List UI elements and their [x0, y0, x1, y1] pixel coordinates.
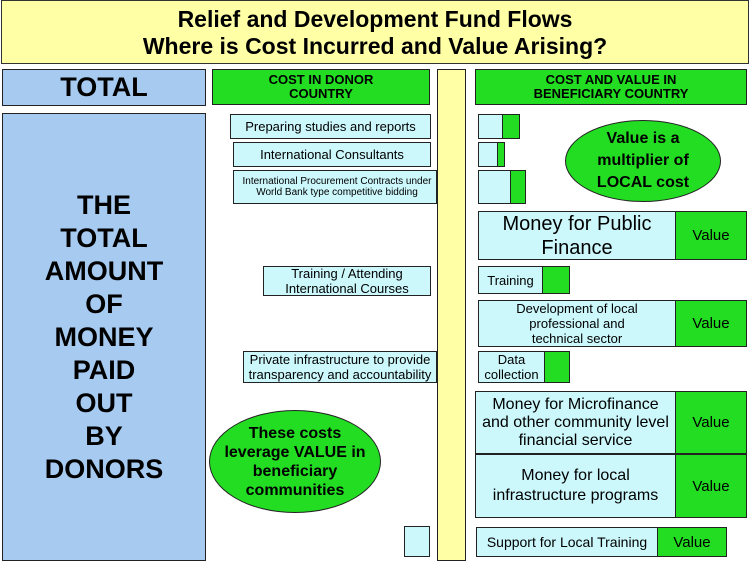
total-header: TOTAL: [2, 69, 206, 106]
beneficiary-country-header-label: COST AND VALUE IN BENEFICIARY COUNTRY: [533, 72, 689, 101]
local-training-label: Support for Local Training: [486, 533, 648, 550]
divider-bar: [437, 69, 466, 561]
total-amount-line: BY: [85, 420, 123, 451]
donor-item-training-label: Training / Attending International Cours…: [285, 266, 409, 296]
beneficiary-item-local-training: Support for Local Training: [476, 527, 658, 557]
local-infrastructure-value-label: Value: [692, 477, 730, 495]
beneficiary-training-value: [542, 266, 570, 294]
total-amount-line: OF: [85, 288, 123, 319]
donor-item-consultants-label: International Consultants: [260, 147, 404, 162]
donor-item-training: Training / Attending International Cours…: [263, 266, 431, 296]
total-amount-line: AMOUNT: [44, 255, 164, 286]
beneficiary-item-local-professional: Development of local professional and te…: [478, 300, 676, 347]
beneficiary-cost-studies: [478, 114, 503, 139]
multiplier-oval: Value is a multiplier of LOCAL cost: [565, 120, 721, 202]
local-professional-value: Value: [675, 300, 747, 347]
total-amount-line: DONORS: [44, 453, 164, 484]
multiplier-oval-text: Value is a multiplier of LOCAL cost: [596, 130, 690, 191]
beneficiary-cost-procurement: [478, 170, 511, 204]
local-professional-label: Development of local professional and te…: [516, 301, 638, 346]
beneficiary-value-procurement: [510, 170, 526, 204]
beneficiary-value-studies: [502, 114, 520, 139]
beneficiary-item-microfinance: Money for Microfinance and other communi…: [475, 391, 676, 454]
page-title: Relief and Development Fund Flows Where …: [1, 0, 749, 64]
beneficiary-item-public-finance: Money for Public Finance: [478, 211, 676, 260]
microfinance-value: Value: [675, 391, 747, 454]
local-training-value: Value: [657, 527, 727, 557]
donor-country-header: COST IN DONOR COUNTRY: [212, 69, 430, 105]
donor-item-procurement-label: International Procurement Contracts unde…: [242, 176, 432, 198]
donor-item-procurement: International Procurement Contracts unde…: [233, 170, 437, 204]
local-infrastructure-value: Value: [675, 454, 747, 518]
data-collection-value: [544, 351, 570, 383]
data-collection-label: Data collection: [484, 352, 539, 382]
total-amount-line: TOTAL: [60, 222, 148, 253]
donor-item-blank: [404, 526, 430, 557]
total-amount-line: MONEY: [54, 321, 154, 352]
beneficiary-item-local-infrastructure: Money for local infrastructure programs: [475, 454, 676, 518]
donor-item-infrastructure: Private infrastructure to provide transp…: [243, 351, 437, 383]
donor-item-consultants: International Consultants: [233, 142, 431, 167]
beneficiary-value-consultants: [497, 142, 505, 167]
total-amount-line: OUT: [75, 387, 133, 418]
microfinance-label: Money for Microfinance and other communi…: [482, 395, 669, 449]
total-amount-line: THE: [76, 189, 131, 220]
total-amount-line: PAID: [72, 354, 136, 385]
donor-item-studies-label: Preparing studies and reports: [245, 119, 416, 134]
title-line-1: Relief and Development Fund Flows: [177, 6, 573, 32]
beneficiary-item-data-collection: Data collection: [478, 351, 545, 383]
total-header-label: TOTAL: [60, 72, 148, 102]
beneficiary-item-training: Training: [478, 266, 543, 294]
public-finance-value: Value: [675, 211, 747, 260]
beneficiary-cost-consultants: [478, 142, 498, 167]
leverage-oval-text: These costs leverage VALUE in beneficiar…: [224, 424, 366, 499]
microfinance-value-label: Value: [692, 414, 730, 431]
donor-country-header-label: COST IN DONOR COUNTRY: [268, 72, 374, 101]
local-infrastructure-label: Money for local infrastructure programs: [492, 467, 659, 504]
local-training-value-label: Value: [673, 533, 711, 551]
beneficiary-training-label: Training: [487, 272, 534, 288]
donor-item-studies: Preparing studies and reports: [230, 114, 431, 139]
public-finance-value-label: Value: [692, 227, 730, 244]
beneficiary-country-header: COST AND VALUE IN BENEFICIARY COUNTRY: [475, 69, 747, 105]
public-finance-label: Money for Public Finance: [502, 212, 652, 259]
title-line-2: Where is Cost Incurred and Value Arising…: [142, 33, 608, 59]
donor-item-infrastructure-label: Private infrastructure to provide transp…: [248, 352, 432, 382]
leverage-oval: These costs leverage VALUE in beneficiar…: [209, 410, 381, 513]
local-professional-value-label: Value: [692, 315, 730, 332]
